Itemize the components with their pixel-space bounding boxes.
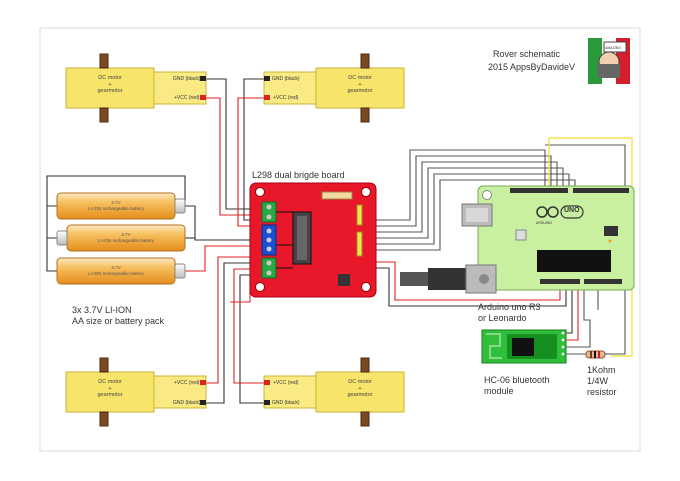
motor-tr-label: DC motor+gearmotor (347, 75, 373, 94)
tr-gnd-label: GND (black) (272, 76, 300, 82)
tr-vcc-label: +VCC (red) (273, 95, 299, 101)
resistor (585, 350, 611, 359)
resistor-power: 1/4W (587, 376, 609, 386)
bl-vcc-label: +VCC (red) (174, 380, 200, 386)
motor-bottom-right (263, 357, 405, 427)
bl-gnd-label: GND (black) (173, 400, 201, 406)
arduino-brand: ARDUINO (536, 221, 553, 225)
motor-top-left (65, 53, 207, 123)
battery-pack (56, 192, 186, 285)
motor-tl-label: DC motor+gearmotor (97, 75, 123, 94)
br-vcc-label: +VCC (red) (273, 380, 299, 386)
arduino-board (400, 185, 635, 294)
l298-title: L298 dual brigde board (252, 170, 345, 180)
motor-bottom-left (65, 357, 207, 427)
motor-br-label: DC motor+gearmotor (347, 379, 373, 398)
arduino-logo-text: UNO (564, 207, 580, 214)
motor-bl-label: DC motor+gearmotor (97, 379, 123, 398)
l298-board (249, 182, 377, 298)
hc06-module (481, 329, 567, 364)
arduino-caption-1: Arduino uno R3 (478, 302, 541, 312)
motor-top-right (263, 53, 405, 123)
br-gnd-label: GND (black) (272, 400, 300, 406)
logo-text: AMAZING (605, 46, 621, 50)
author-logo (588, 38, 630, 84)
tl-vcc-label: +VCC (red) (174, 95, 200, 101)
tl-gnd-label: GND (black) (173, 76, 201, 82)
battery-caption-2: AA size or battery pack (72, 316, 165, 326)
battery-cell-2 (56, 224, 186, 252)
battery-caption-1: 3x 3.7V LI-ION (72, 305, 132, 315)
resistor-value: 1Kohm (587, 365, 616, 375)
schematic-subtitle: 2015 AppsByDavideV (488, 62, 576, 72)
bluetooth-caption-2: module (484, 386, 514, 396)
bluetooth-caption-1: HC-06 bluetooth (484, 375, 550, 385)
resistor-caption: resistor (587, 387, 617, 397)
battery-cell-1 (56, 192, 186, 220)
arduino-caption-2: or Leonardo (478, 313, 527, 323)
sheet-border (39, 27, 641, 452)
schematic-title: Rover schematic (493, 49, 561, 59)
battery-cell-3 (56, 257, 186, 285)
